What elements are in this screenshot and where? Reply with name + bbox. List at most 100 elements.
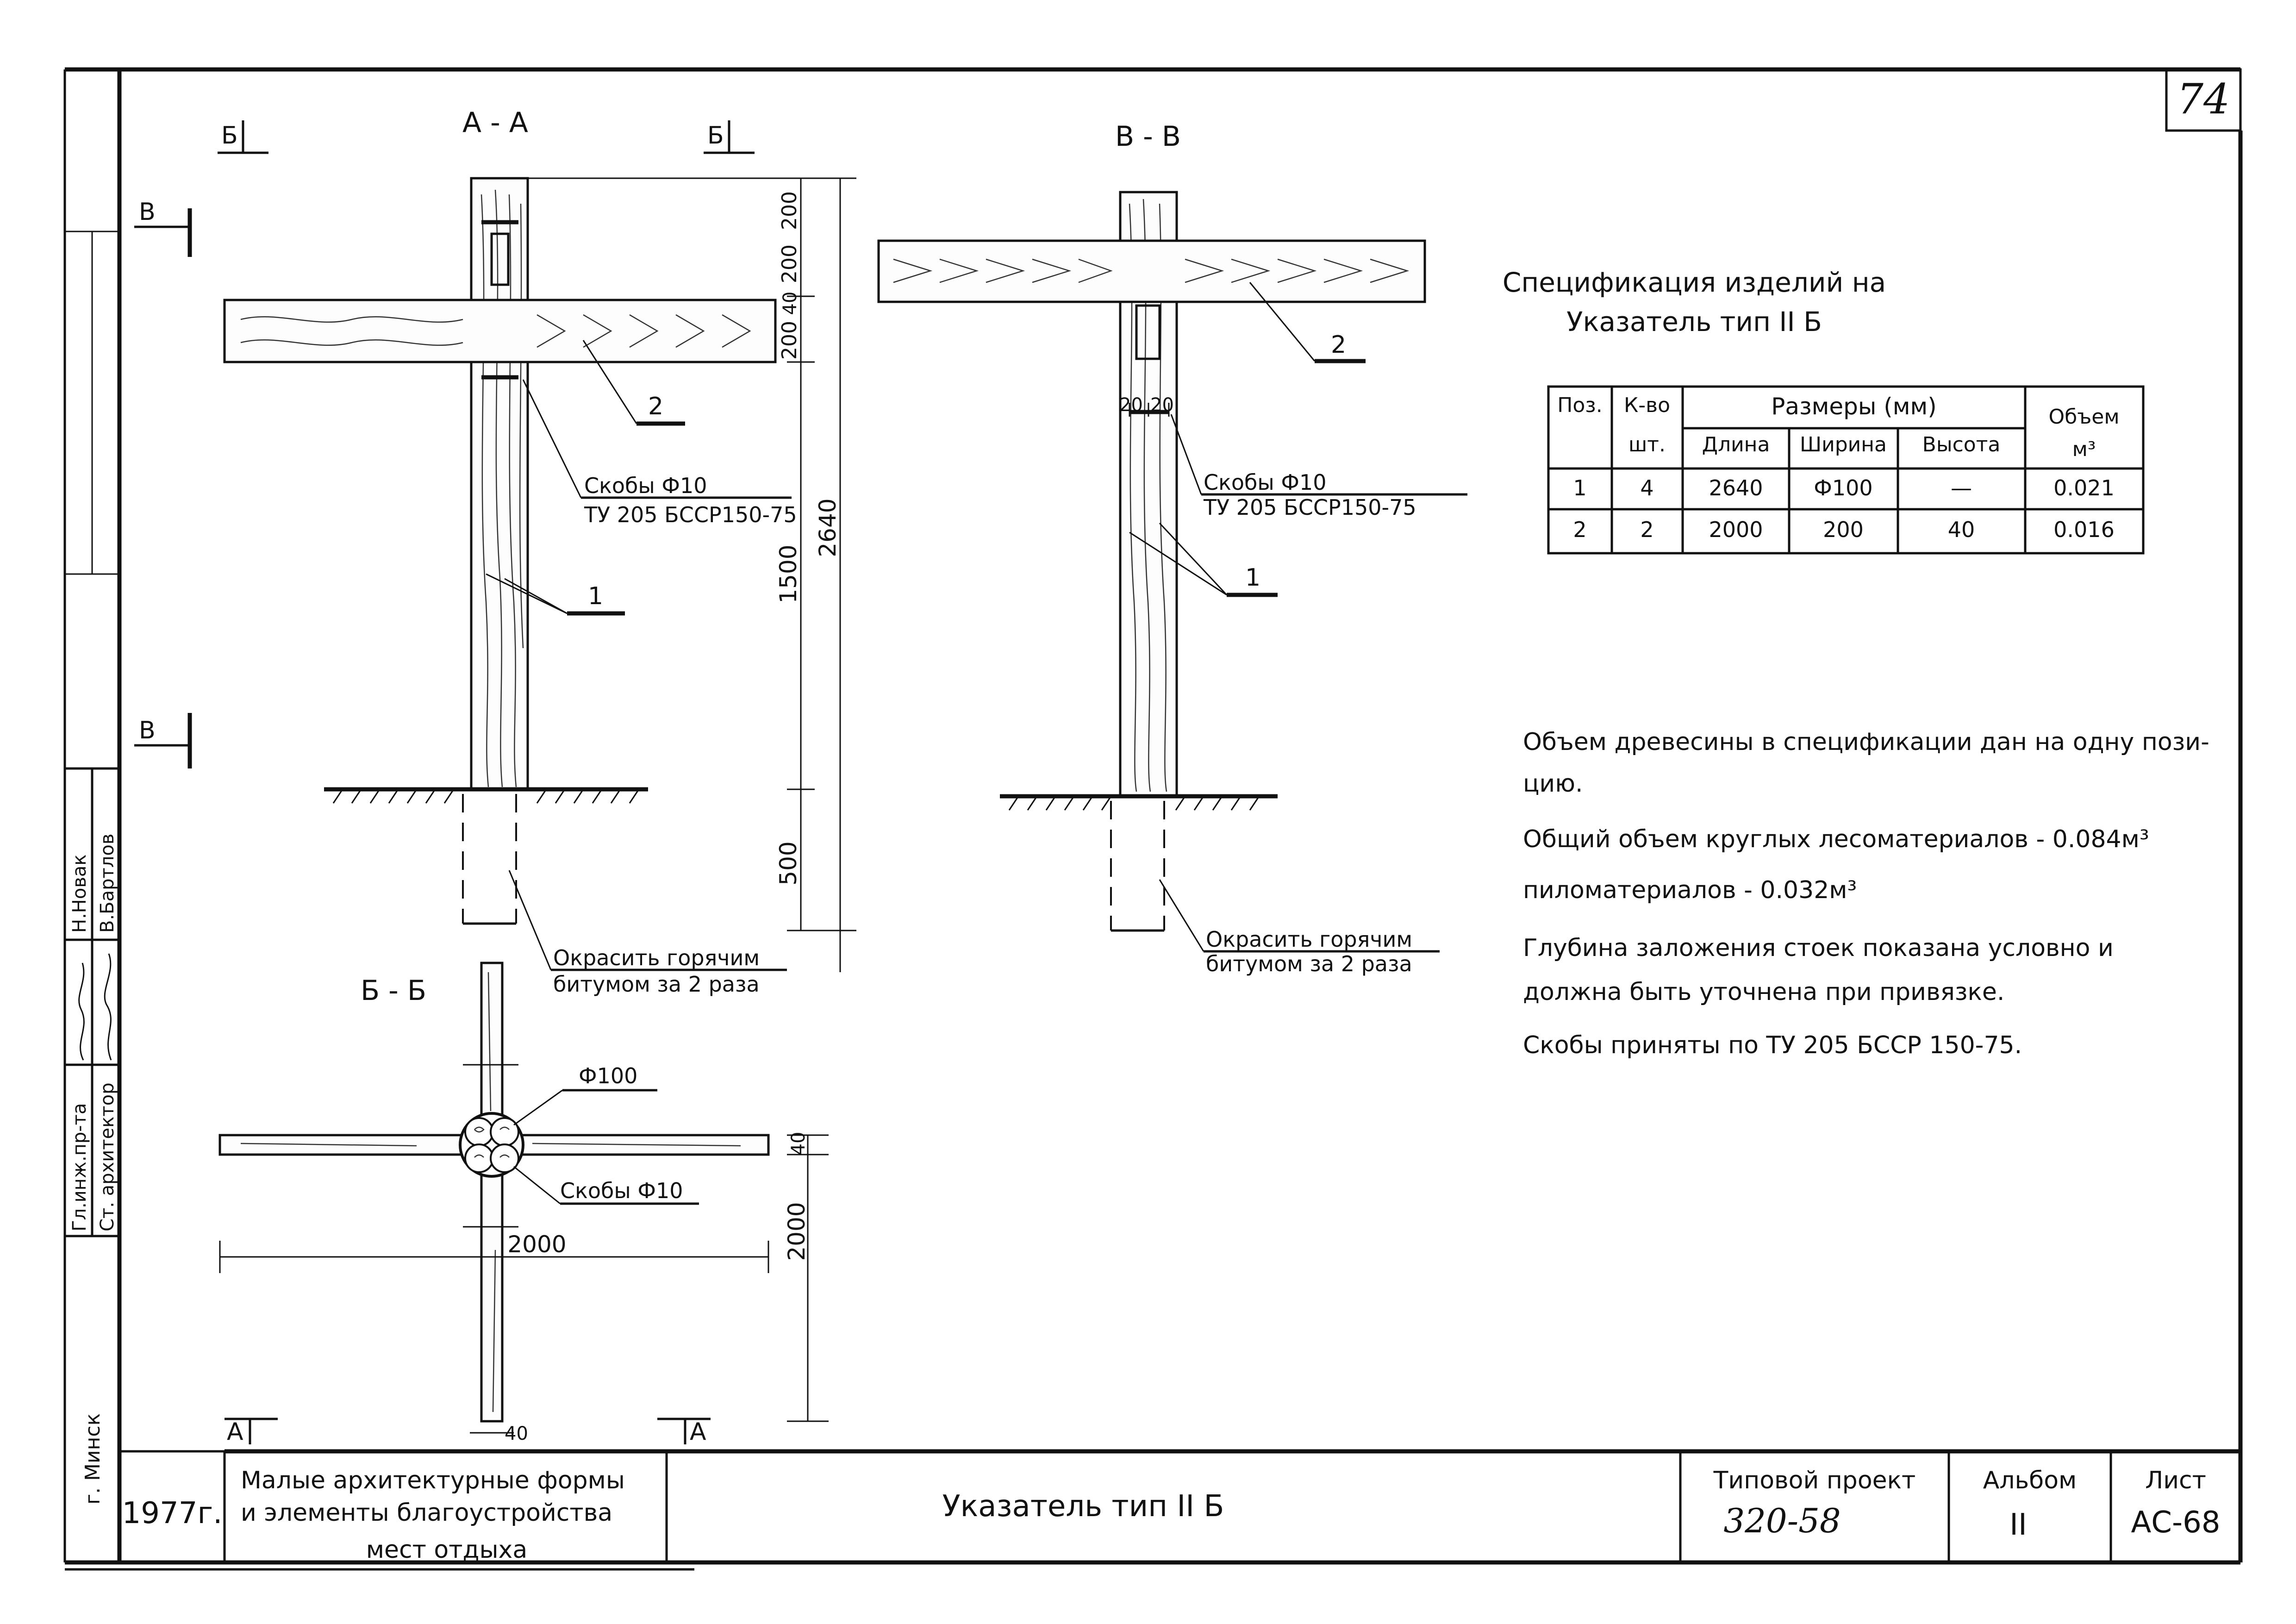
board-bb-vertical — [480, 962, 504, 1423]
svg-text:200: 200 — [1823, 517, 1864, 542]
title-block: 1977г. Малые архитектурные формы и элеме… — [119, 1449, 2240, 1564]
album-label: Альбом — [1983, 1467, 2077, 1494]
cut-mark-b-right: Б — [704, 120, 755, 154]
note-line: должна быть уточнена при привязке. — [1523, 978, 2004, 1006]
section-bb-title: Б - Б — [361, 974, 426, 1007]
board-aa — [223, 299, 777, 363]
spec-title-line1: Спецификация изделий на — [1503, 267, 1886, 298]
svg-text:20: 20 — [1119, 394, 1143, 416]
note-line: Объем древесины в спецификации дан на од… — [1523, 728, 2209, 756]
pos1-aa: 1 — [588, 582, 603, 610]
svg-text:2640: 2640 — [1709, 475, 1763, 500]
svg-text:0.021: 0.021 — [2053, 475, 2115, 500]
project-number: 320-58 — [1723, 1501, 1841, 1540]
spec-title-line2: Указатель тип II Б — [1566, 306, 1822, 337]
phi100-label: Ф100 — [579, 1063, 637, 1088]
th-volume-unit: м³ — [2072, 437, 2096, 461]
svg-text:В: В — [139, 717, 156, 744]
svg-text:—: — — [1951, 475, 1972, 500]
paint-aa-line2: битумом за 2 раза — [553, 972, 760, 997]
stamp-role1: Гл.инж.пр-та — [69, 1103, 90, 1231]
svg-text:2000: 2000 — [783, 1202, 810, 1261]
svg-text:40: 40 — [780, 292, 801, 315]
signature-2 — [104, 953, 112, 1061]
svg-text:2000: 2000 — [1709, 517, 1763, 542]
svg-text:2: 2 — [1573, 517, 1586, 542]
paint-vv-line2: битумом за 2 раза — [1206, 951, 1412, 976]
cut-mark-b-left: Б — [218, 120, 268, 154]
svg-text:2640: 2640 — [814, 498, 841, 557]
staples-aa-line1: Скобы Ф10 — [584, 473, 707, 498]
pos1-vv: 1 — [1245, 564, 1260, 592]
th-qty: К-во — [1624, 394, 1670, 417]
staples-aa-line2: ТУ 205 БССР150-75 — [584, 502, 797, 527]
cut-mark-a-right: А — [657, 1418, 711, 1446]
section-vv: В - В 20 20 2 Скобы Ф10 ТУ 205 БССР150-7… — [877, 120, 1467, 976]
note-line: Общий объем круглых лесоматериалов - 0.0… — [1523, 825, 2149, 853]
note-line: пиломатериалов - 0.032м³ — [1523, 876, 1857, 904]
sheet-label: Лист — [2145, 1467, 2206, 1494]
table-row: 2 2 2000 200 40 0.016 — [1573, 517, 2114, 542]
th-width: Ширина — [1800, 433, 1887, 456]
stamp-city: г. Минск — [81, 1413, 105, 1505]
svg-text:Б: Б — [221, 122, 238, 150]
sheet-number-box: 74 — [2165, 68, 2242, 132]
note-line: цию. — [1523, 770, 1583, 798]
paint-vv-line1: Окрасить горячим — [1206, 927, 1412, 952]
svg-text:А: А — [227, 1418, 243, 1446]
section-bb: Б - Б Ф100 Скобы Ф10 2000 40 2000 — [218, 962, 829, 1446]
cut-mark-a-left: А — [225, 1418, 278, 1446]
svg-text:40: 40 — [505, 1423, 528, 1444]
staples-bb-label: Скобы Ф10 — [560, 1178, 683, 1203]
svg-text:Б: Б — [707, 122, 724, 150]
svg-text:200: 200 — [778, 244, 801, 283]
note-line: Скобы приняты по ТУ 205 БССР 150-75. — [1523, 1031, 2022, 1059]
title-subject-line2: и элементы благоустройства — [241, 1499, 612, 1527]
svg-text:200: 200 — [778, 321, 801, 360]
svg-text:200: 200 — [778, 191, 801, 230]
staples-vv-line1: Скобы Ф10 — [1204, 470, 1327, 495]
section-vv-title: В - В — [1115, 120, 1181, 153]
th-sizes: Размеры (мм) — [1771, 393, 1936, 420]
th-volume: Объем — [2048, 405, 2119, 429]
project-label: Типовой проект — [1713, 1467, 1916, 1494]
th-height: Высота — [1922, 433, 2001, 456]
pos2-vv: 2 — [1331, 331, 1346, 359]
note-line: Глубина заложения стоек показана условно… — [1523, 934, 2114, 962]
cut-mark-v-bottom: В — [134, 713, 192, 768]
svg-text:2: 2 — [1640, 517, 1653, 542]
dim-2000-horizontal: 2000 — [507, 1231, 566, 1258]
board-vv — [877, 239, 1426, 303]
staples-vv-line2: ТУ 205 БССР150-75 — [1203, 495, 1416, 520]
stamp-role2: Ст. архитектор — [97, 1083, 118, 1231]
sheet-code: АС-68 — [2131, 1505, 2221, 1540]
paint-aa-line1: Окрасить горячим — [553, 945, 760, 970]
sheet-number: 74 — [2177, 75, 2230, 124]
svg-text:А: А — [690, 1418, 706, 1446]
th-length: Длина — [1702, 433, 1770, 456]
drawing-name: Указатель тип II Б — [942, 1489, 1224, 1524]
album-number: II — [2009, 1508, 2027, 1542]
svg-text:В: В — [139, 198, 156, 226]
side-stamp: Гл.инж.пр-та Ст. архитектор Н.Новак В.Ба… — [63, 231, 121, 1505]
svg-text:0.016: 0.016 — [2053, 517, 2115, 542]
table-row: 1 4 2640 Ф100 — 0.021 — [1573, 475, 2114, 500]
stamp-name2: В.Бартлов — [97, 834, 118, 933]
svg-text:1: 1 — [1573, 475, 1586, 500]
svg-text:Ф100: Ф100 — [1814, 475, 1872, 500]
post-aa — [470, 177, 529, 791]
notes: Объем древесины в спецификации дан на од… — [1523, 728, 2209, 1059]
svg-text:40: 40 — [788, 1132, 809, 1156]
svg-text:500: 500 — [775, 841, 802, 885]
th-pos: Поз. — [1557, 394, 1602, 417]
pos2-aa: 2 — [648, 393, 663, 420]
th-qty-unit: шт. — [1628, 433, 1666, 456]
post-cluster-bb — [459, 1112, 524, 1178]
signature-1 — [78, 962, 85, 1061]
svg-text:1500: 1500 — [775, 544, 802, 603]
spec-table: Поз. К-во шт. Размеры (мм) Длина Ширина … — [1547, 385, 2145, 555]
title-subject-line3: мест отдыха — [366, 1536, 527, 1564]
stamp-name1: Н.Новак — [69, 854, 90, 933]
section-aa-title: А - А — [462, 106, 528, 139]
spec-block: Спецификация изделий на Указатель тип II… — [1503, 267, 2145, 555]
